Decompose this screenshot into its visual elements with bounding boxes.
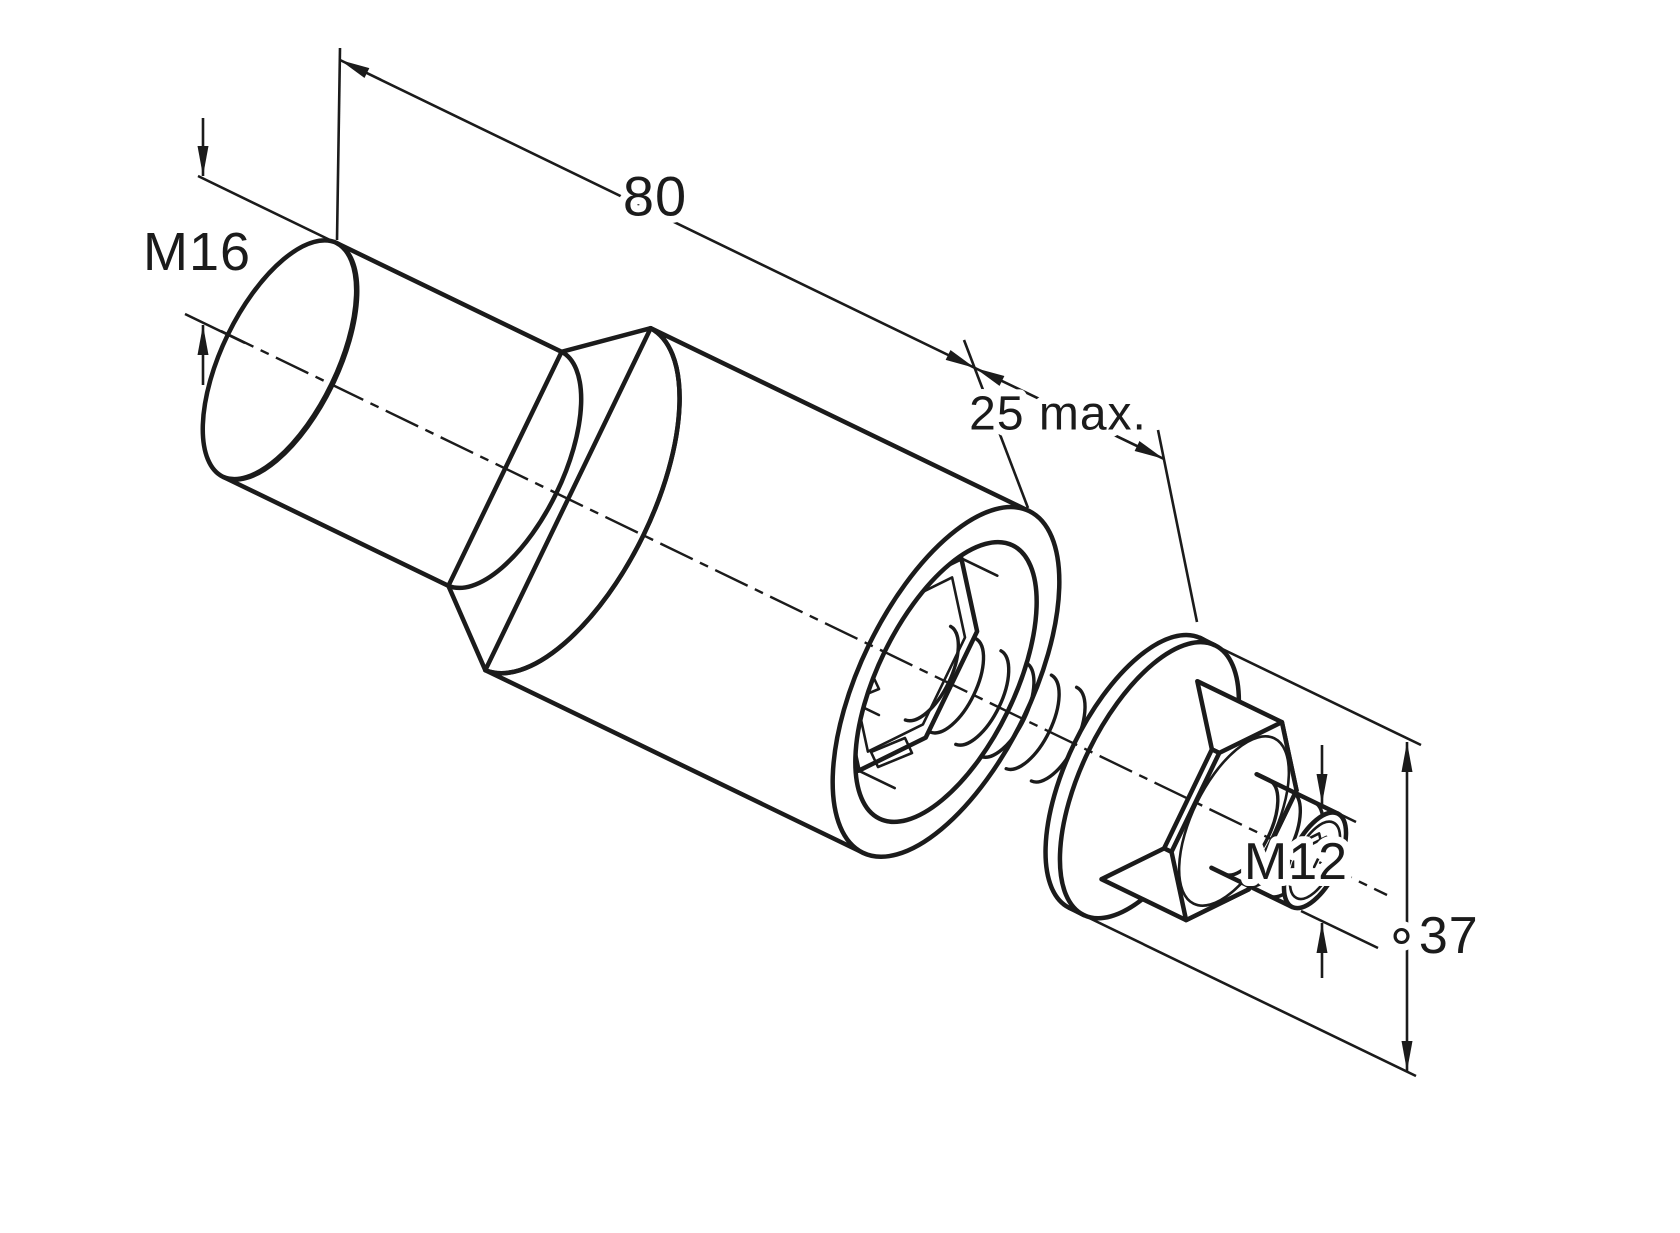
washer-edge [1067,905,1087,918]
dimension-outer-diameter: ∘37 [1082,643,1485,1078]
hex-socket-depth [1291,832,1324,882]
thread-arc [928,636,986,735]
label-thread-right: M12 [1244,833,1348,891]
hex-socket [1298,835,1332,885]
extension-line [197,174,331,242]
label-overall-length: 80 [623,165,687,228]
mount-body-outline [200,238,1062,859]
dimension-line [974,366,1165,461]
dimension-m12: M12 [1237,745,1379,978]
insert-depth-edge [857,769,896,790]
dimension-overall-length: 80 [335,47,976,370]
label-thread-left: M16 [143,222,251,282]
insert-slot [869,736,914,769]
thread-arc [979,661,1036,759]
insert-depth-edge [960,557,999,577]
extension-line [1156,429,1199,623]
stud-tip [1209,771,1349,911]
label-outer-diameter: ∘37 [1385,907,1478,965]
extension-line [184,312,246,345]
extension-line [1082,913,1417,1078]
extension-line [335,47,342,241]
washer-edge [1198,635,1217,648]
label-travel-max: 25 max. [969,388,1147,441]
dimension-m16: M16 [136,118,331,385]
dimension-line [339,58,976,370]
extension-line [1300,909,1379,950]
centerline [220,329,1388,897]
dimension-travel-max: 25 max. [962,339,1199,623]
extension-line [1213,643,1422,747]
